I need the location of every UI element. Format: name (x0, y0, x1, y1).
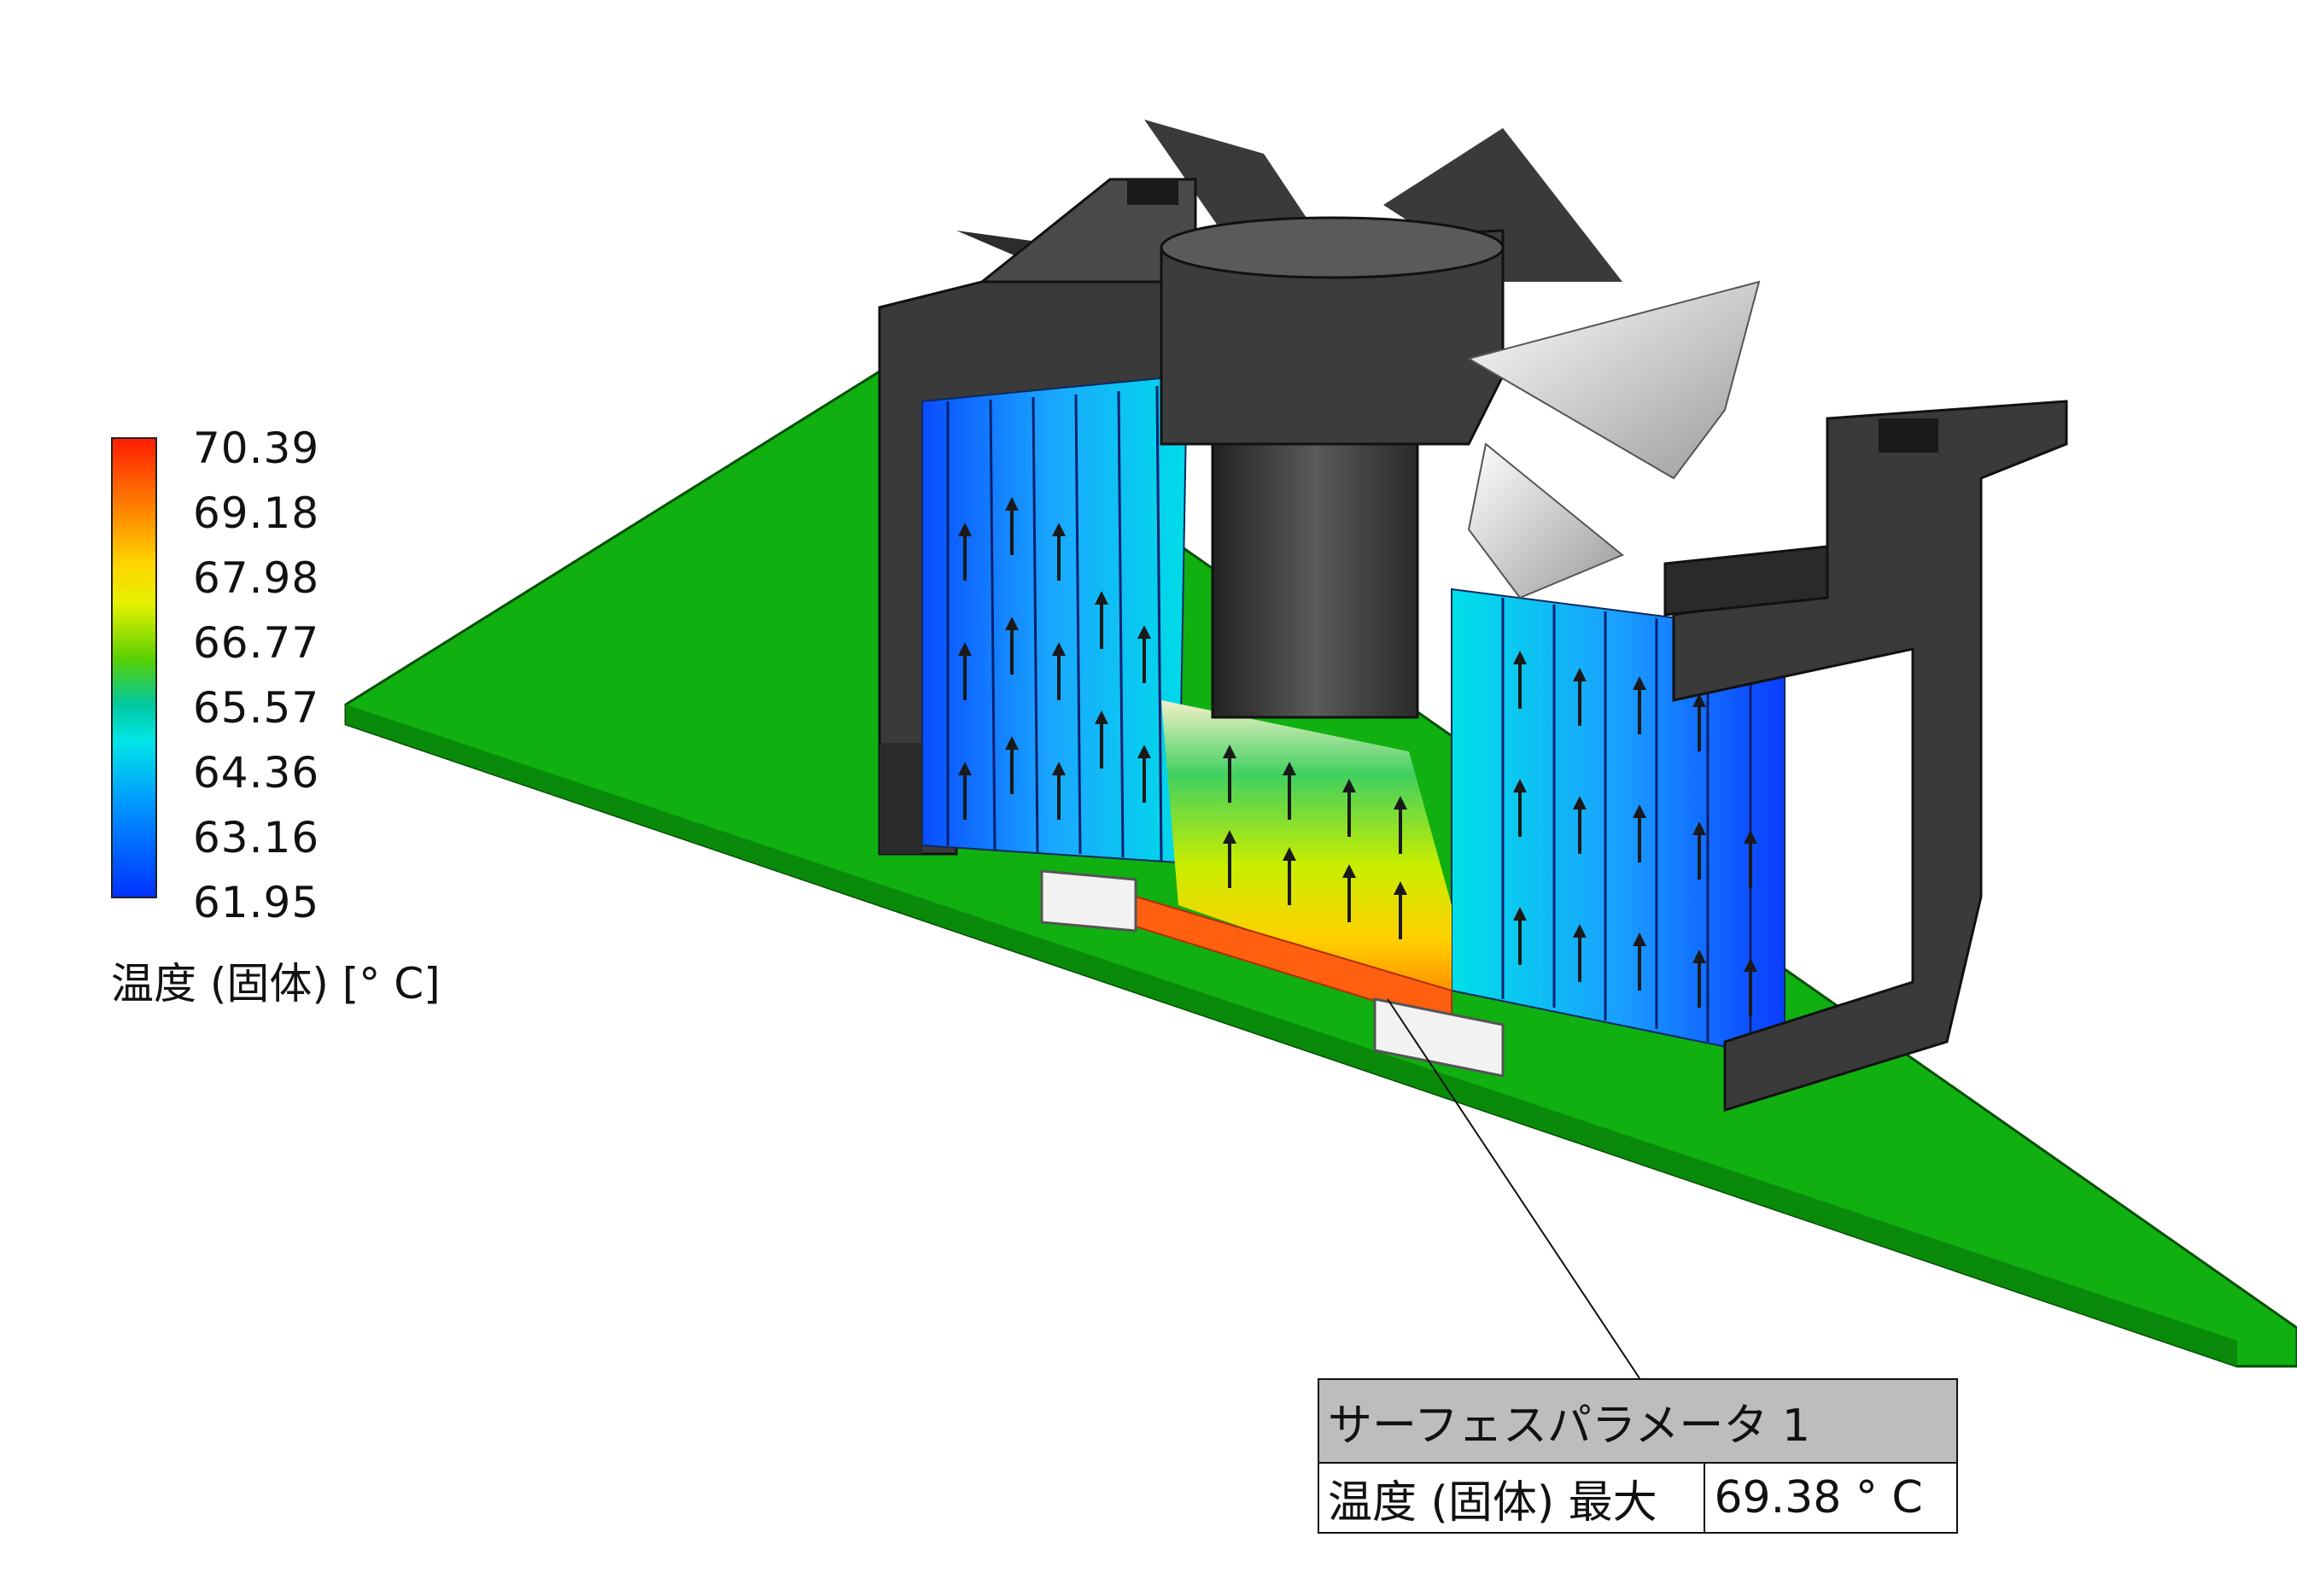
legend-tick: 61.95 (193, 878, 320, 927)
legend-title: 温度 (固体) [° C] (111, 959, 441, 1008)
legend-tick: 65.57 (193, 683, 320, 733)
connector-block (1373, 997, 1505, 1078)
fin-lines-left (946, 385, 1163, 862)
legend-tick: 70.39 (193, 424, 320, 473)
fan-shaft (1211, 408, 1419, 719)
probe-value: 69.38 ° C (1704, 1462, 1958, 1534)
legend-tick: 64.36 (193, 748, 320, 798)
legend-tick: 69.18 (193, 488, 320, 538)
housing-right (1672, 400, 2068, 1113)
color-legend-bar (111, 437, 157, 898)
probe-leader-line (1387, 998, 1640, 1379)
legend-tick: 67.98 (193, 553, 320, 603)
fan-blade (1467, 442, 1624, 599)
housing-clip (1663, 545, 1829, 617)
flow-vectors (958, 497, 1757, 1016)
fins-left (921, 374, 1189, 864)
legend-tick: 66.77 (193, 618, 320, 668)
housing-slot (1879, 418, 1938, 453)
housing-foot-left (880, 743, 922, 854)
heatsink-core (1161, 700, 1452, 999)
probe-name: サーフェスパラメータ 1 (1318, 1378, 1958, 1464)
fin-lines-right (1501, 598, 1752, 1050)
fan-blade (1466, 280, 1761, 480)
fan-hub-top (1160, 216, 1505, 279)
connector-block (1040, 869, 1137, 932)
surface-parameter-probe: サーフェスパラメータ 1 温度 (固体) 最大 69.38 ° C (1317, 1378, 1958, 1534)
legend-tick: 63.16 (193, 813, 320, 862)
probe-label: 温度 (固体) 最大 (1317, 1462, 1706, 1534)
housing-slot (1127, 179, 1178, 205)
pcb-board-edge (346, 704, 2237, 1366)
